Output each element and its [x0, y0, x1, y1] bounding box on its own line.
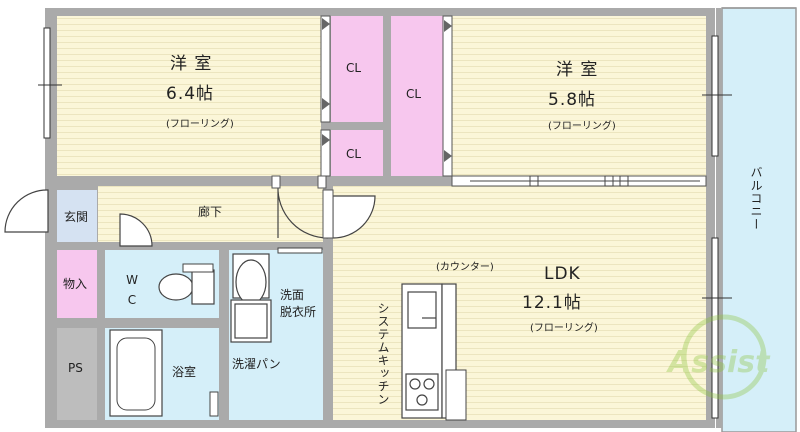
closet-door-handles	[322, 18, 452, 162]
closet-3-floor	[391, 16, 443, 176]
bathroom-door	[209, 391, 219, 417]
ldk-floor-type: (フローリング)	[530, 323, 598, 334]
fridge-space	[445, 369, 467, 421]
ldk-floor	[333, 186, 706, 420]
western-room-a-floor	[57, 16, 321, 176]
western-room-b-floor-type: (フローリング)	[548, 121, 616, 132]
western-room-a-name: 洋 室	[170, 54, 213, 74]
bathtub	[109, 329, 163, 417]
doors	[4, 185, 376, 247]
toilet-label: W C	[126, 273, 138, 307]
bathroom-label: 浴室	[172, 365, 197, 379]
balcony-label: バルコニー	[749, 166, 763, 231]
storage-floor	[57, 250, 97, 318]
system-kitchen-label: システムキッチン	[376, 302, 390, 406]
western-room-b-name: 洋 室	[556, 60, 599, 80]
partition-marks	[470, 175, 700, 187]
ps-area	[57, 328, 97, 420]
western-room-b-size: 5.8帖	[548, 90, 597, 110]
western-room-a-floor-type: (フローリング)	[166, 119, 234, 130]
door-gaps	[271, 175, 334, 239]
window-marks	[38, 84, 732, 299]
balcony-wall	[716, 8, 722, 428]
toilet-fixture	[158, 263, 215, 305]
ldk-size: 12.1帖	[522, 293, 582, 313]
assist-logo: Assist	[666, 314, 771, 400]
ps-label: PS	[68, 361, 83, 375]
closet-1-floor	[331, 16, 383, 122]
entrance-floor	[57, 190, 97, 242]
kitchen-counter-label: (カウンター)	[436, 262, 494, 273]
washroom-shelf	[277, 247, 323, 254]
logo-text: Assist	[666, 345, 771, 380]
hallway-label: 廊下	[198, 205, 223, 219]
closet-2-label: CL	[346, 147, 362, 161]
washroom-fixtures	[230, 253, 272, 343]
washer-pan-label: 洗濯パン	[232, 357, 281, 371]
ldk-name: LDK	[544, 264, 581, 284]
windows	[43, 27, 719, 419]
western-room-b-floor	[452, 16, 706, 176]
closet-3-label: CL	[406, 87, 422, 101]
washroom-label: 洗面 脱衣所	[280, 288, 317, 319]
closet-1-label: CL	[346, 61, 362, 75]
storage-label: 物入	[63, 277, 88, 291]
closet-2-floor	[331, 130, 383, 176]
entrance-label: 玄関	[64, 210, 89, 224]
western-room-a-size: 6.4帖	[166, 84, 215, 104]
